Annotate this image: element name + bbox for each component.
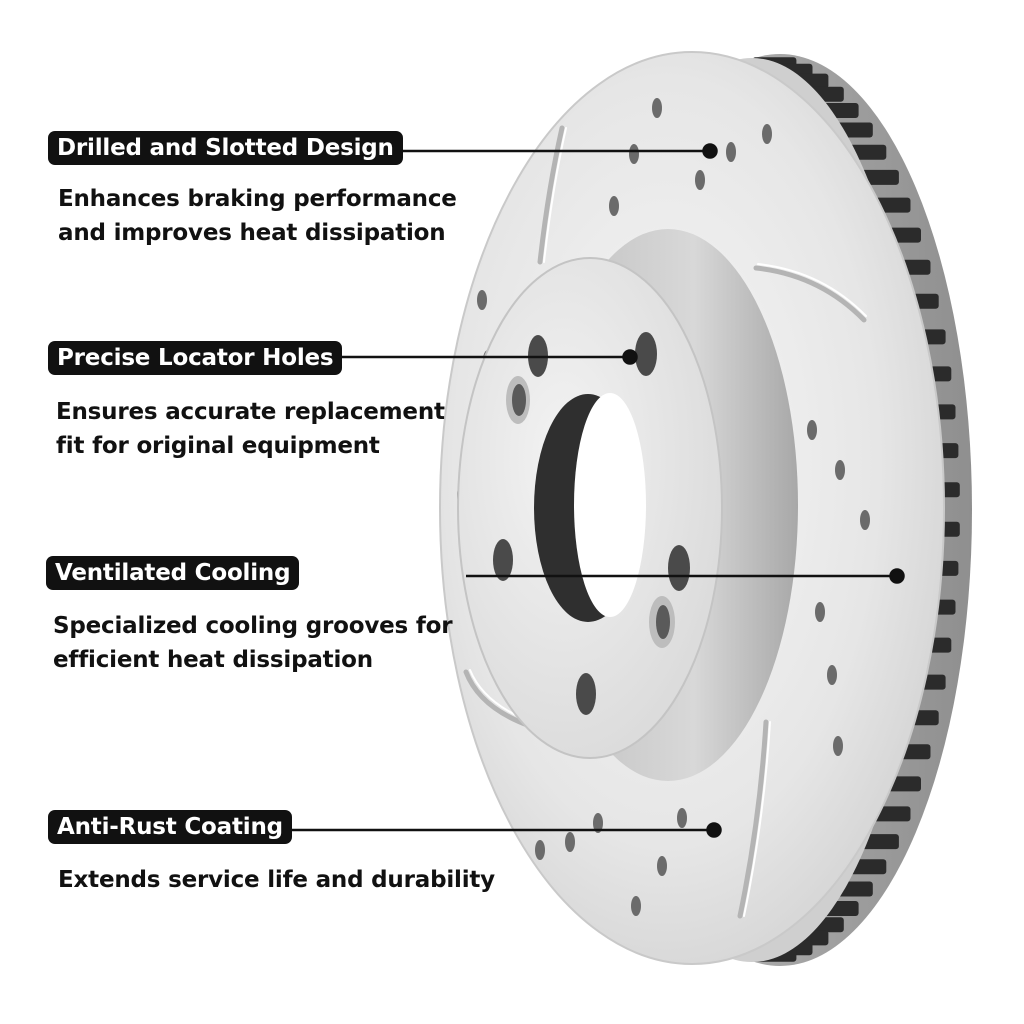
feature-description-line: Enhances braking performance [58, 186, 457, 212]
drilled-hole [807, 420, 817, 440]
drilled-hole [860, 510, 870, 530]
drilled-hole [762, 124, 772, 144]
feature-title-badge: Drilled and Slotted Design [48, 131, 403, 165]
drilled-hole [609, 196, 619, 216]
drilled-hole [827, 665, 837, 685]
feature-title-badge: Ventilated Cooling [46, 556, 300, 590]
drilled-hole [652, 98, 662, 118]
drilled-hole [593, 813, 603, 833]
feature-description: Extends service life and durability [58, 863, 495, 897]
drilled-hole [833, 736, 843, 756]
leader-lines [286, 143, 905, 838]
drilled-hole [629, 144, 639, 164]
feature-description-line: Ensures accurate replacement [56, 399, 445, 425]
drilled-hole [565, 832, 575, 852]
feature-description: Enhances braking performance and improve… [58, 182, 457, 250]
drilled-hole [477, 290, 487, 310]
drilled-hole [631, 896, 641, 916]
feature-description-line: and improves heat dissipation [58, 220, 446, 246]
rotor-slots [463, 125, 867, 919]
feature-description: Specialized cooling grooves for efficien… [53, 609, 453, 677]
drilled-hole [835, 460, 845, 480]
drilled-hole [657, 856, 667, 876]
hub-face-rim [457, 257, 723, 759]
feature-title-badge: Precise Locator Holes [48, 341, 343, 375]
feature-description-line: Extends service life and durability [58, 867, 495, 893]
feature-title-badge: Anti-Rust Coating [48, 810, 292, 844]
drilled-hole [535, 840, 545, 860]
feature-description-line: efficient heat dissipation [53, 647, 373, 673]
lug-holes [493, 332, 690, 715]
feature-description: Ensures accurate replacement fit for ori… [56, 395, 445, 463]
feature-description-line: Specialized cooling grooves for [53, 613, 453, 639]
locator-holes [506, 376, 675, 648]
rotor-face-rim [439, 51, 945, 965]
drilled-hole [815, 602, 825, 622]
drilled-hole [695, 170, 705, 190]
drilled-hole [677, 808, 687, 828]
center-bore-opening [574, 393, 646, 617]
feature-description-line: fit for original equipment [56, 433, 380, 459]
drilled-hole [726, 142, 736, 162]
